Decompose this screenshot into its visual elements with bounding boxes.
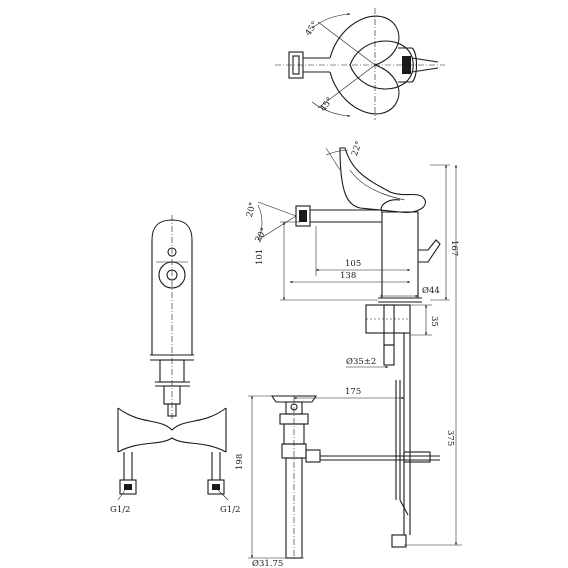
dim-drain-diameter: Ø31.75	[252, 558, 283, 568]
side-view: 167 375 101 105 138 Ø44 35 Ø35±2 175 19	[235, 140, 462, 568]
dim-mount-depth: 35	[429, 316, 439, 327]
top-view: 45° 45°	[275, 8, 445, 120]
dim-spout-reach-outer: 138	[340, 271, 356, 281]
angle-lever-label: 22°	[350, 140, 365, 158]
right-hose-thread-label: G1/2	[220, 505, 240, 515]
angle-spray-up-label: 20°	[245, 201, 259, 218]
dim-overall-height: 375	[445, 430, 455, 446]
angle-spray-down-label: 20°	[253, 226, 269, 244]
dim-drain-offset: 175	[345, 387, 361, 397]
front-view: G1/2 G1/2	[110, 215, 240, 515]
angle-lower-label: 45°	[319, 96, 336, 114]
dim-height-total: 167	[449, 240, 459, 256]
dim-hole-diameter: Ø35±2	[346, 356, 376, 367]
dim-drain-length: 198	[235, 454, 245, 470]
dim-body-diameter: Ø44	[422, 285, 440, 296]
left-hose-thread-label: G1/2	[110, 505, 130, 515]
dim-spout-height: 101	[255, 249, 265, 265]
dim-spout-reach-inner: 105	[345, 259, 361, 269]
angle-upper-label: 45°	[304, 20, 321, 38]
